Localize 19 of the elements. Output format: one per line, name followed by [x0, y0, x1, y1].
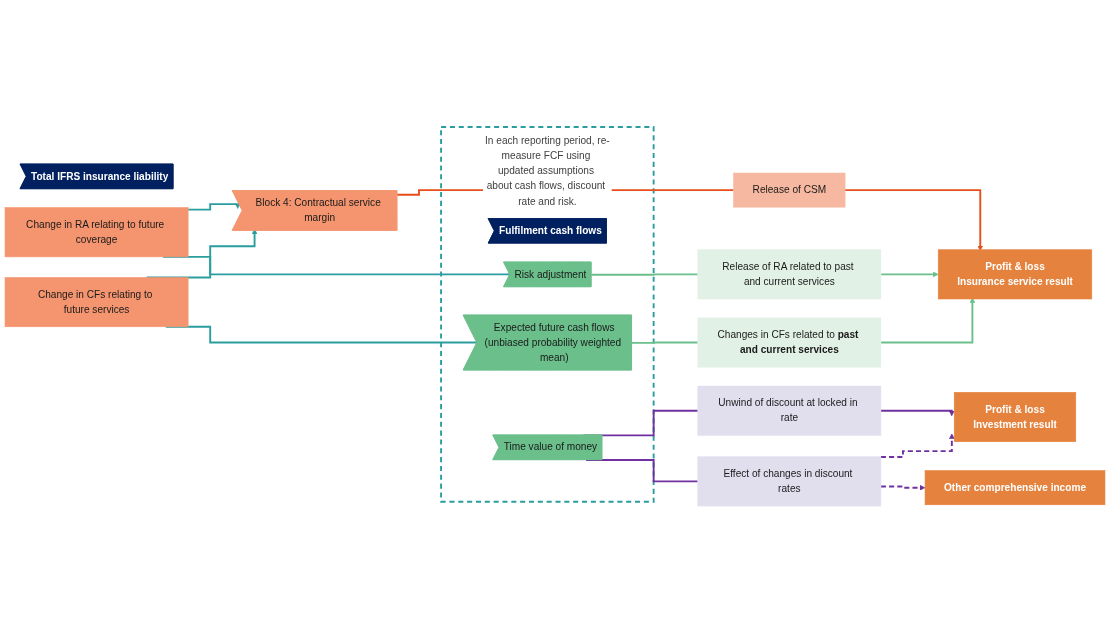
node-box: Change in CFs relating to future services	[4, 277, 189, 328]
node-box: Unwind of discount at locked in rate	[697, 385, 882, 436]
connector	[590, 273, 699, 276]
node-box: Changes in CFs related to past and current services	[697, 317, 882, 368]
node-box: Change in RA relating to future coverage	[4, 207, 189, 258]
arrow	[844, 189, 984, 251]
arrow	[879, 271, 939, 278]
arrow	[187, 203, 241, 211]
arrow	[879, 433, 955, 458]
node-box: Effect of changes in discount rates	[697, 456, 882, 507]
arrow	[879, 484, 926, 491]
arrow	[879, 409, 955, 417]
node-box: Release of CSM	[733, 172, 846, 208]
node-box: Other comprehensive income	[924, 470, 1106, 506]
node-box: Profit & loss Insurance service result	[937, 249, 1093, 300]
arrow	[879, 297, 976, 344]
node-box: Release of RA related to past and current services	[697, 249, 882, 300]
connector	[630, 341, 699, 344]
node-box: Profit & loss Investment result	[953, 392, 1077, 442]
